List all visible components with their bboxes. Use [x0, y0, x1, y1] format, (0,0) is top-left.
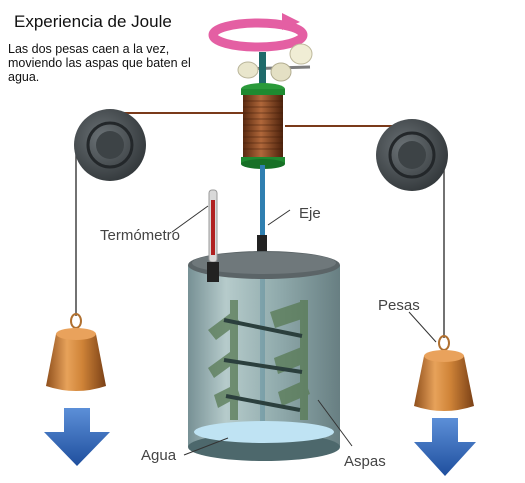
diagram-description: Las dos pesas caen a la vez, moviendo la… [8, 42, 191, 84]
leader-lines [171, 205, 437, 456]
shaft-top [259, 52, 266, 86]
label-shaft: Eje [299, 205, 321, 222]
label-thermometer: Termómetro [100, 227, 180, 244]
left-pulley [74, 109, 146, 181]
left-weight [46, 300, 106, 391]
thermometer [207, 189, 219, 282]
governor [237, 43, 313, 82]
water-container [188, 251, 340, 461]
paddle-arms [223, 318, 303, 412]
right-pulley [376, 119, 448, 191]
rotation-arrow-icon [208, 13, 308, 52]
label-paddles: Aspas [344, 453, 386, 470]
water [194, 421, 334, 443]
label-weights: Pesas [378, 297, 420, 314]
shaft-bearing [257, 235, 267, 265]
right-weight [414, 322, 474, 411]
down-arrow-icon [414, 418, 476, 476]
label-water: Agua [141, 447, 177, 464]
down-arrow-icon [44, 408, 110, 466]
coil-drum [241, 83, 285, 169]
diagram-title: Experiencia de Joule [14, 12, 172, 31]
